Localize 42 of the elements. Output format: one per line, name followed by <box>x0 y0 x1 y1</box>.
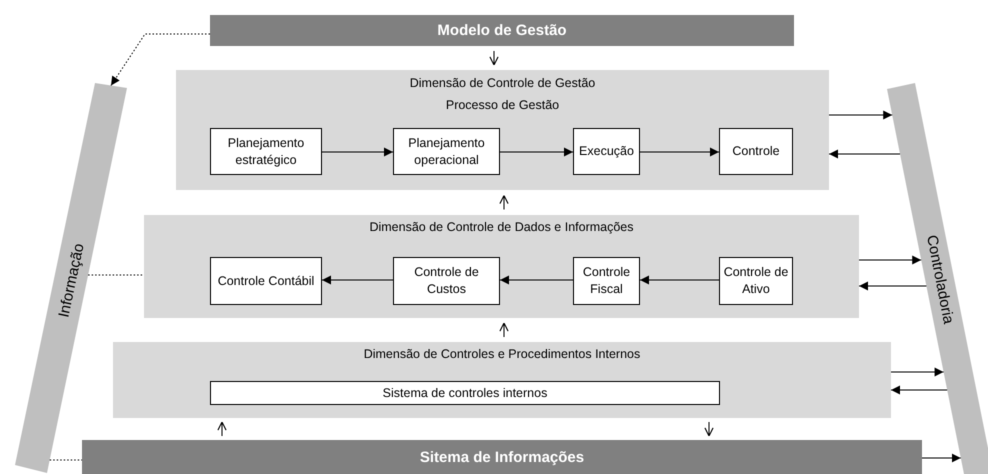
arrow <box>640 276 720 284</box>
arrow <box>704 422 714 437</box>
slanted-bar <box>887 83 988 474</box>
panel-subtitle: Processo de Gestão <box>446 98 560 112</box>
process-box: Sistema de controles internos <box>210 381 720 405</box>
dimension-panel <box>144 215 859 318</box>
arrow <box>110 34 210 86</box>
header-bar: Modelo de Gestão <box>210 15 794 46</box>
bar-label: Controladoria <box>923 233 957 325</box>
process-box: Planejamento estratégico <box>210 128 322 175</box>
arrow <box>640 148 720 156</box>
arrow <box>322 148 394 156</box>
panel-title: Dimensão de Controle de Gestão <box>410 76 596 90</box>
arrow <box>217 421 227 436</box>
arrow <box>489 50 499 66</box>
process-box: Controle de Ativo <box>719 257 793 305</box>
panel-title: Dimensão de Controle de Dados e Informações <box>369 220 634 234</box>
process-box: Controle de Custos <box>393 257 500 305</box>
arrow <box>500 276 574 284</box>
header-bar: Sitema de Informações <box>82 440 922 474</box>
arrow <box>890 368 944 376</box>
arrow <box>499 194 509 210</box>
dimension-panel <box>113 342 891 418</box>
slanted-bar <box>15 83 127 473</box>
arrow <box>858 282 927 290</box>
process-box: Controle Fiscal <box>573 257 640 305</box>
arrow <box>500 148 574 156</box>
dimension-panel <box>176 70 829 190</box>
process-box: Controle <box>719 128 793 175</box>
bar-label: Informação <box>54 242 88 318</box>
arrow <box>922 454 962 462</box>
arrow <box>890 386 948 394</box>
arrow <box>828 150 900 158</box>
arrow <box>828 110 893 120</box>
arrow <box>322 276 394 284</box>
process-box: Controle Contábil <box>210 257 322 305</box>
panel-title: Dimensão de Controles e Procedimentos Internos <box>364 347 640 361</box>
arrow <box>858 256 922 264</box>
process-box: Planejamento operacional <box>393 128 500 175</box>
arrow <box>499 322 509 338</box>
process-box: Execução <box>573 128 640 175</box>
connector-line <box>88 274 144 276</box>
